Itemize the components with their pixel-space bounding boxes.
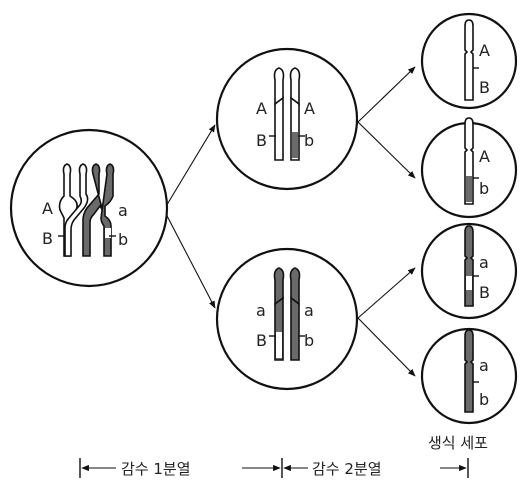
gamete2-label-b: b	[479, 179, 489, 198]
chromosome-AB-Ab	[269, 67, 305, 161]
gamete-cell-Ab: A b	[420, 117, 518, 219]
arrow-top-to-gamete1	[357, 66, 416, 123]
gamete-caption: 생식 세포	[428, 434, 488, 452]
gamete3-label-a: a	[479, 253, 489, 272]
stage-bar: 감수 1분열 감수 2분열	[79, 458, 469, 478]
gamete4-label-a: a	[479, 356, 489, 375]
gamete1-label-B: B	[479, 78, 490, 97]
bottom-label-left-B: B	[256, 331, 267, 350]
arrow-top-to-gamete2	[357, 121, 416, 179]
chromosome-dark-pair	[82, 163, 116, 257]
parent-label-A: A	[42, 199, 53, 218]
gamete1-label-A: A	[479, 41, 490, 60]
top-label-left-B: B	[256, 131, 267, 150]
cell-meiosis1-bottom: a B a b	[215, 247, 359, 391]
top-label-right-A: A	[304, 99, 315, 118]
gamete-cell-ab: a b	[420, 327, 518, 425]
top-label-right-b: b	[304, 131, 314, 150]
arrow-bottom-to-gamete3	[357, 267, 416, 319]
gamete2-label-A: A	[479, 147, 490, 166]
parent-label-a: a	[118, 201, 128, 220]
stage-label-meiosis1: 감수 1분열	[121, 460, 191, 478]
bottom-label-left-a: a	[256, 301, 266, 320]
cell-meiosis1-top: A B A b	[215, 47, 359, 191]
chromosome-light-pair	[58, 163, 89, 257]
stage-label-meiosis2: 감수 2분열	[312, 460, 382, 478]
arrow-parent-to-bottom	[164, 211, 216, 309]
arrows	[164, 66, 416, 377]
gamete4-label-b: b	[479, 390, 489, 409]
gamete3-label-B: B	[479, 283, 490, 302]
gamete-cell-aB: a B	[420, 222, 518, 320]
gamete-cell-AB: A B	[420, 12, 518, 110]
chromosome-aB-ab	[269, 267, 305, 361]
parent-label-B: B	[42, 229, 53, 248]
parent-label-b: b	[118, 230, 128, 249]
arrow-bottom-to-gamete4	[357, 317, 416, 377]
top-label-left-A: A	[256, 99, 267, 118]
arrow-parent-to-top	[164, 124, 216, 209]
parent-cell: A B a b	[9, 128, 169, 288]
bottom-label-right-a: a	[304, 301, 314, 320]
bottom-label-right-b: b	[304, 331, 314, 350]
